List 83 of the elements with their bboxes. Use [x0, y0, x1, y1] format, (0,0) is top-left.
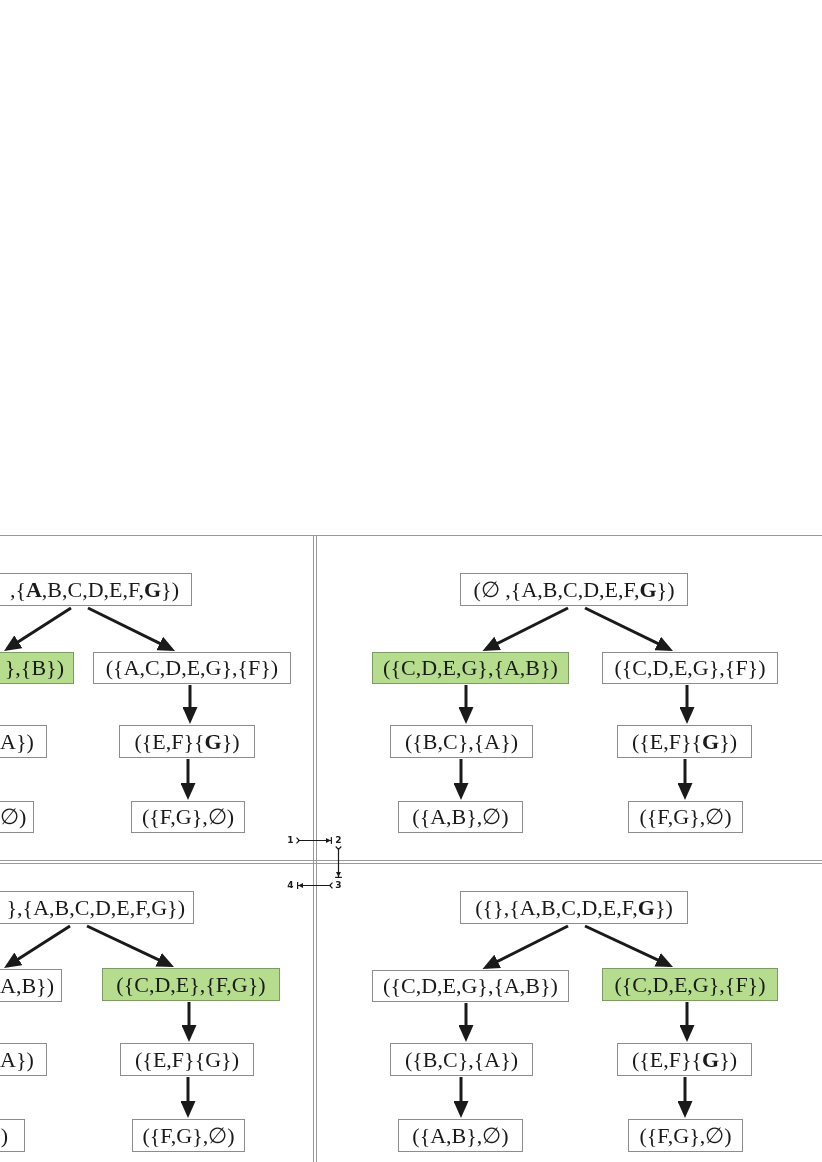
arrow: [677, 1077, 693, 1118]
state-box: [460, 573, 688, 606]
arrow: [453, 759, 469, 800]
arrow: [584, 606, 673, 651]
arrow: [677, 759, 693, 800]
arrow: [86, 924, 174, 967]
arrow: [458, 1003, 474, 1042]
state-label: ({F,G},∅): [142, 1124, 235, 1147]
state-label: A}): [0, 730, 34, 753]
state-box: [131, 801, 245, 833]
arrow: [584, 924, 674, 967]
highlighted-state-box: [0, 652, 74, 684]
state-label: ,{A,B,C,D,E,F,G}): [9, 578, 179, 601]
state-box: [628, 1119, 743, 1152]
state-label: ({A,B},∅): [412, 1124, 509, 1147]
step-number: 4: [286, 880, 295, 891]
step-number: 2: [334, 835, 343, 846]
state-box: [0, 969, 62, 1002]
state-label: A}): [0, 1048, 34, 1071]
state-box: [119, 725, 255, 758]
arrow: [679, 685, 695, 724]
state-box: [372, 970, 569, 1002]
state-label: ({C,D,E},{F,G}): [116, 973, 266, 996]
arrow: [4, 606, 72, 651]
state-label: ({F,G},∅): [141, 806, 235, 828]
arrow: [296, 882, 334, 889]
state-box: [398, 1119, 523, 1152]
state-box: [132, 1119, 245, 1152]
highlighted-state-box: [372, 652, 569, 684]
arrow: [458, 685, 474, 724]
state-label: ({F,G},∅): [639, 806, 732, 828]
state-box: [0, 725, 47, 758]
arrow: [453, 1077, 469, 1118]
state-label: ({C,D,E,G},{A,B}): [383, 657, 558, 679]
highlighted-state-box: [602, 968, 778, 1001]
step-number: 1: [286, 835, 295, 846]
arrow: [482, 924, 569, 969]
state-label: ({E,F}{G}): [135, 1048, 239, 1071]
state-box: [0, 891, 194, 924]
state-label: ({E,F}{G}): [631, 730, 738, 753]
state-label: ({E,F}{G}): [631, 1048, 738, 1071]
state-label: ({A,C,D,E,G},{F}): [105, 657, 279, 679]
state-label: ∅): [0, 806, 27, 828]
state-box: [0, 1119, 25, 1152]
state-box: [617, 725, 752, 758]
arrow: [295, 837, 333, 844]
state-label: ({C,D,E,G},{F}): [614, 657, 766, 679]
state-box: [0, 801, 35, 833]
arrow: [181, 1002, 197, 1042]
state-label: },{B}): [4, 657, 64, 679]
state-label: ): [0, 1124, 8, 1147]
state-label: ({C,D,E,G},{A,B}): [383, 975, 558, 997]
arrow: [4, 924, 71, 969]
state-label: ({C,D,E,G},{F}): [614, 973, 766, 996]
state-label: A,B}): [0, 974, 54, 997]
state-label: ({},{A,B,C,D,E,F,G}): [475, 896, 673, 919]
state-box: [120, 1043, 254, 1076]
state-box: [602, 652, 778, 684]
state-label: (∅ ,{A,B,C,D,E,F,G}): [473, 578, 675, 601]
arrow: [180, 759, 196, 800]
state-box: [390, 1043, 533, 1076]
state-box: [0, 1043, 47, 1076]
state-label: ({F,G},∅): [639, 1124, 732, 1147]
state-box: [628, 801, 743, 833]
state-label: ({B,C},{A}): [404, 1048, 519, 1071]
state-label: ({A,B},∅): [412, 806, 509, 828]
arrow: [180, 1077, 196, 1118]
arrow: [87, 606, 175, 651]
state-label: },{A,B,C,D,E,F,G}): [6, 896, 185, 919]
arrow: [482, 606, 569, 651]
state-box: [93, 652, 291, 684]
state-box: [460, 891, 688, 924]
arrow: [182, 685, 198, 724]
arrow: [335, 845, 342, 879]
highlighted-state-box: [102, 968, 280, 1001]
state-label: ({B,C},{A}): [404, 730, 519, 753]
state-label: ({E,F}{G}): [134, 730, 240, 753]
state-box: [617, 1043, 752, 1076]
state-box: [398, 801, 523, 833]
state-box: [0, 573, 192, 606]
state-box: [390, 725, 533, 758]
arrow: [679, 1002, 695, 1042]
step-number: 3: [334, 880, 343, 891]
